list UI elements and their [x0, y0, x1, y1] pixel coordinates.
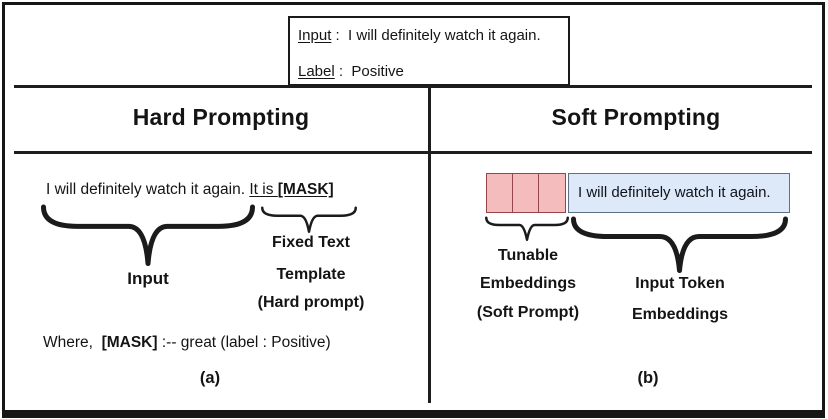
example-label-key: Label	[298, 63, 335, 80]
tunable-label-line2: Embeddings	[479, 275, 576, 292]
fixed-text-label-line1: Fixed Text	[272, 234, 350, 251]
example-label-text: : Positive	[334, 63, 404, 80]
where-prefix: Where,	[43, 334, 102, 351]
example-input-text: : I will definitely watch it again.	[331, 27, 541, 44]
tunable-label-line3: (Soft Prompt)	[476, 304, 580, 321]
soft-prompting-header: Soft Prompting	[551, 104, 721, 130]
caption-b: (b)	[637, 369, 659, 387]
tunable-embedding-cell	[512, 173, 540, 213]
tunable-label-line1: Tunable	[497, 247, 559, 264]
hard-input-text: I will definitely watch it again.	[46, 181, 250, 198]
rule-under-headers	[14, 151, 812, 154]
tunable-embeddings-boxes	[486, 173, 566, 213]
hard-mask-token: [MASK]	[277, 181, 334, 198]
input-underbrace	[41, 204, 255, 266]
fixed-text-underbrace	[261, 206, 357, 233]
hard-prompting-header: Hard Prompting	[132, 104, 310, 130]
example-input-line: Input : I will definitely watch it again…	[298, 27, 541, 44]
example-box: Input : I will definitely watch it again…	[288, 16, 570, 86]
hard-template-text: It is [MASK]	[249, 181, 333, 198]
input-token-label-line1: Input Token	[635, 275, 725, 292]
tunable-embedding-cell	[486, 173, 514, 213]
input-token-box: I will definitely watch it again.	[568, 173, 790, 213]
where-mask-token: [MASK]	[101, 334, 158, 351]
column-divider	[428, 85, 431, 403]
hard-template-words: It is	[249, 181, 278, 198]
caption-a: (a)	[199, 369, 221, 387]
fixed-text-label-line3: (Hard prompt)	[257, 294, 365, 311]
input-token-label-line2: Embeddings	[631, 306, 728, 323]
rule-top	[14, 85, 812, 88]
tunable-underbrace	[485, 216, 569, 241]
where-clause: Where, [MASK] :-- great (label : Positiv…	[43, 334, 331, 352]
example-label-line: Label : Positive	[298, 63, 404, 80]
example-input-key: Input	[298, 27, 332, 44]
hard-prompt-sentence: I will definitely watch it again. It is …	[46, 181, 334, 199]
input-token-underbrace	[571, 216, 788, 273]
tunable-embedding-cell	[538, 173, 566, 213]
input-label: Input	[127, 269, 169, 288]
fixed-text-label-line2: Template	[276, 266, 346, 283]
where-suffix: :-- great (label : Positive)	[157, 334, 331, 351]
